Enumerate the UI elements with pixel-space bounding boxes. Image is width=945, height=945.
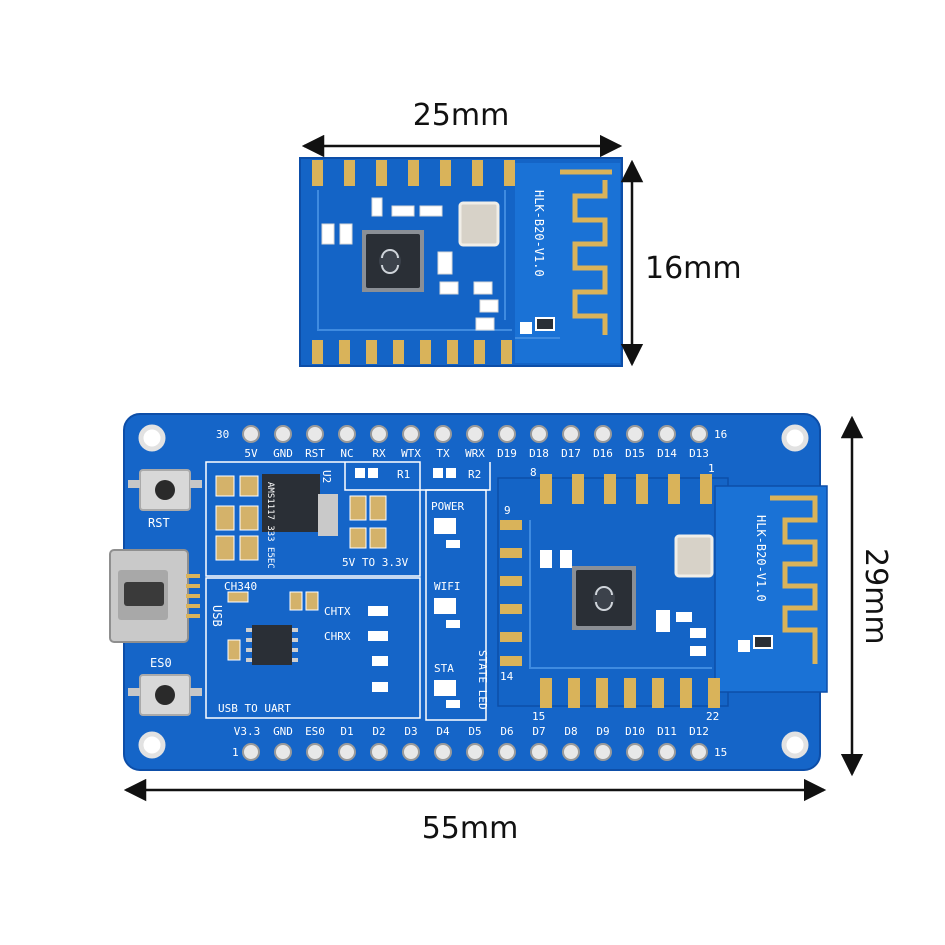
dimension-board-height: 29mm [840, 415, 893, 777]
pin-label: V3.3 [234, 725, 261, 738]
module-antenna [562, 169, 608, 335]
dimension-module-width: 25mm [301, 98, 623, 158]
es0-label: ES0 [150, 656, 172, 670]
ch340-chip [246, 625, 298, 665]
module-pin-8: 8 [530, 466, 537, 479]
chrx-label: CHRX [324, 630, 351, 643]
module-pin-1: 1 [708, 462, 715, 475]
state-led-label: STATE LED [476, 650, 489, 710]
module-pin-22: 22 [706, 710, 719, 723]
micro-usb-connector [109, 549, 200, 643]
pin-label: GND [273, 725, 293, 738]
converter-label: 5V TO 3.3V [342, 556, 409, 569]
svg-text:16mm: 16mm [645, 251, 742, 286]
chtx-label: CHTX [324, 605, 351, 618]
rst-button [128, 469, 202, 511]
module-chip [362, 230, 424, 292]
soldered-module-model-label: HLK-B20-V1.0 [754, 515, 768, 602]
wifi-module: HLK-B20-V1.0 [299, 157, 623, 367]
svg-text:25mm: 25mm [413, 98, 510, 133]
module-bottom-pads [312, 340, 512, 364]
pin-label: D14 [657, 447, 677, 460]
pin-label: D10 [625, 725, 645, 738]
pin-30: 30 [216, 428, 229, 441]
power-led [434, 518, 456, 534]
pin-label: D7 [532, 725, 545, 738]
pin-label: D19 [497, 447, 517, 460]
pin-label: D17 [561, 447, 581, 460]
pin-label: 5V [244, 447, 258, 460]
pin-label: D5 [468, 725, 481, 738]
ldo-regulator: AMS1117 333 E5EC [262, 474, 338, 569]
top-pin-labels: 5V GND RST NC RX WTX TX WRX D19 D18 D17 … [244, 447, 709, 460]
pin-label: RX [372, 447, 386, 460]
pin-label: D6 [500, 725, 513, 738]
sta-label: STA [434, 662, 454, 675]
top-header-pins [242, 425, 708, 443]
r1-label: R1 [397, 468, 410, 481]
ch340-label: CH340 [224, 580, 257, 593]
dimension-module-height: 16mm [620, 159, 742, 367]
pin-label: D1 [340, 725, 353, 738]
pin-1: 1 [232, 746, 239, 759]
pin-label: D2 [372, 725, 385, 738]
module-pin-14: 14 [500, 670, 514, 683]
pin-label: GND [273, 447, 293, 460]
pin-16: 16 [714, 428, 727, 441]
module-pin-15: 15 [532, 710, 545, 723]
pin-15: 15 [714, 746, 727, 759]
pin-label: D3 [404, 725, 417, 738]
pin-label: D16 [593, 447, 613, 460]
pin-label: D12 [689, 725, 709, 738]
module-pin-9: 9 [504, 504, 511, 517]
pin-label: D13 [689, 447, 709, 460]
svg-text:29mm: 29mm [858, 548, 893, 645]
module-model-label: HLK-B20-V1.0 [532, 190, 546, 277]
pin-label: NC [340, 447, 353, 460]
usb-label: USB [210, 605, 224, 627]
module-top-pads [312, 160, 515, 186]
svg-text:55mm: 55mm [422, 811, 519, 846]
r2-label: R2 [468, 468, 481, 481]
board-passives [215, 475, 387, 561]
usb-uart-label: USB TO UART [218, 702, 291, 715]
pin-label: WTX [401, 447, 421, 460]
es0-button [128, 674, 202, 716]
dev-board: 30 16 1 15 5V GND RST NC RX WTX TX WRX D… [109, 413, 828, 771]
bottom-header-pins [242, 743, 708, 761]
pin-label: WRX [465, 447, 485, 460]
power-label: POWER [431, 500, 464, 513]
sta-led [434, 680, 456, 696]
pin-label: D15 [625, 447, 645, 460]
mounting-holes [138, 424, 809, 759]
pin-label: D4 [436, 725, 450, 738]
dimension-board-width: 55mm [123, 778, 827, 846]
soldered-module: HLK-B20-V1.0 8 1 9 14 15 22 [497, 462, 828, 723]
module-passives [321, 197, 499, 331]
rst-label: RST [148, 516, 170, 530]
u2-label: U2 [320, 470, 333, 483]
wifi-led [434, 598, 456, 614]
bottom-pin-labels: V3.3 GND ES0 D1 D2 D3 D4 D5 D6 D7 D8 D9 … [234, 725, 709, 738]
pin-label: D18 [529, 447, 549, 460]
svg-text:AMS1117 333 E5EC: AMS1117 333 E5EC [265, 482, 275, 569]
wifi-label: WIFI [434, 580, 461, 593]
pin-label: D9 [596, 725, 609, 738]
pin-label: ES0 [305, 725, 325, 738]
pin-label: RST [305, 447, 325, 460]
pin-label: D11 [657, 725, 677, 738]
pin-label: D8 [564, 725, 577, 738]
pin-label: TX [436, 447, 450, 460]
module-crystal [458, 201, 500, 247]
